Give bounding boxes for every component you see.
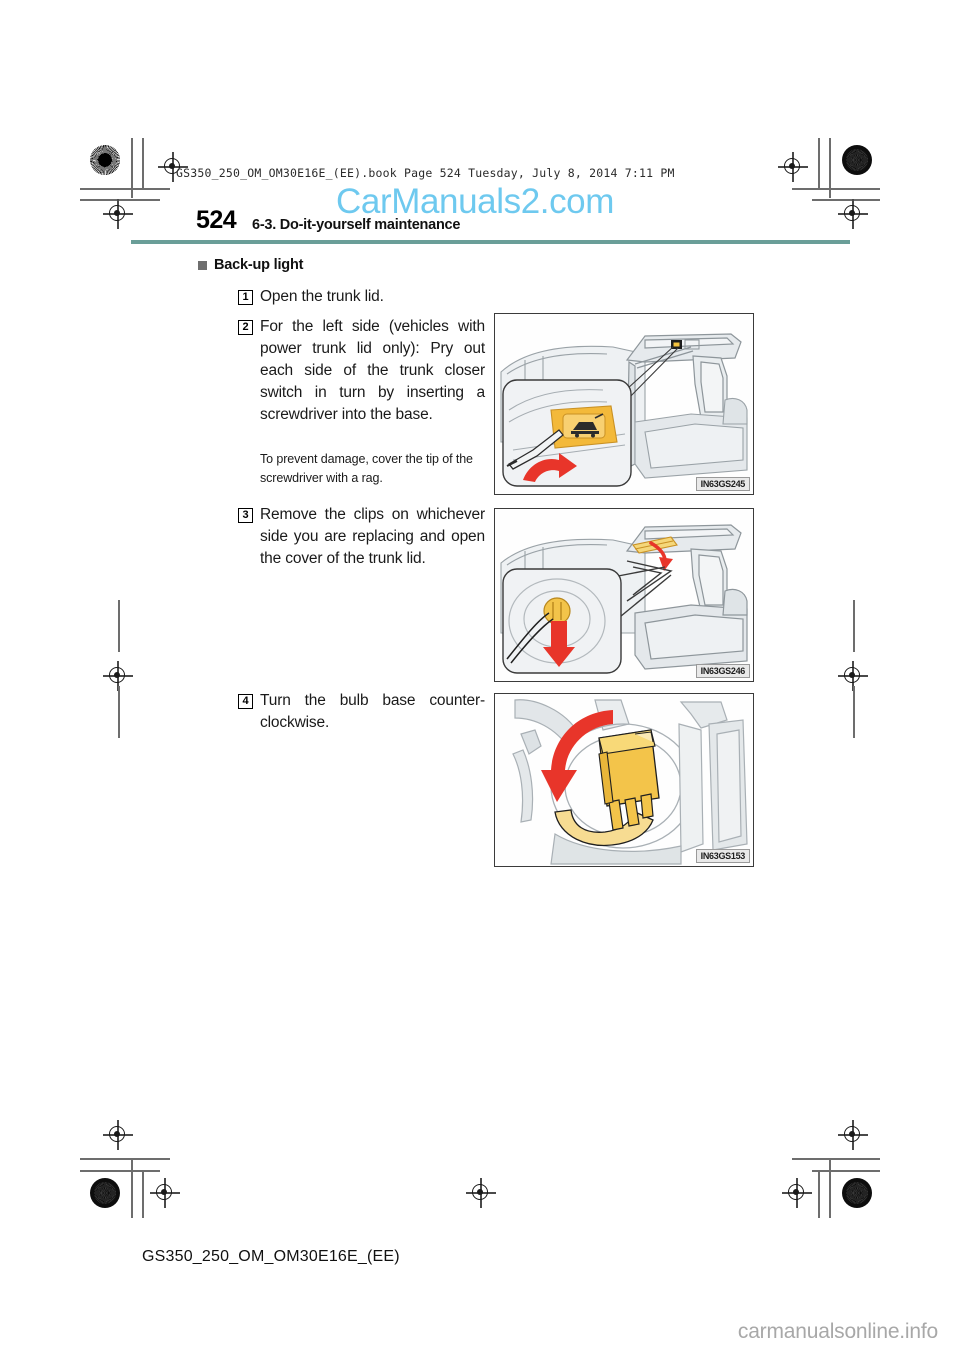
registration-mark	[150, 1178, 180, 1208]
figure-trunk-closer-switch-pry: IN63GS245	[494, 313, 754, 495]
step-1: 1 Open the trunk lid.	[238, 286, 486, 308]
crop-line	[80, 1158, 170, 1160]
crop-line	[853, 600, 855, 652]
registration-mark	[838, 1120, 868, 1150]
figure-id: IN63GS153	[695, 848, 750, 863]
registration-mark	[103, 1120, 133, 1150]
registration-mark	[778, 152, 808, 182]
registration-mark	[838, 199, 868, 229]
subhead-label: Back-up light	[214, 257, 304, 273]
registration-mark	[782, 1178, 812, 1208]
registration-mark	[838, 661, 868, 691]
book-file-line: GS350_250_OM_OM30E16E_(EE).book Page 524…	[176, 166, 675, 180]
registration-mark	[466, 1178, 496, 1208]
footer-document-code: GS350_250_OM_OM30E16E_(EE)	[142, 1248, 400, 1265]
section-title: 6-3. Do-it-yourself maintenance	[252, 217, 461, 233]
step-4: 4 Turn the bulb base counter-clockwise.	[238, 690, 486, 734]
crop-line	[792, 1158, 880, 1160]
figure-2-illustration	[495, 509, 753, 681]
header-rule	[131, 240, 850, 244]
figure-1-illustration	[495, 314, 753, 494]
crop-line	[118, 600, 120, 652]
crop-line	[131, 138, 133, 198]
figure-bulb-base-turn-counterclockwise: IN63GS153	[494, 693, 754, 867]
crop-line	[118, 686, 120, 738]
crop-line	[80, 199, 160, 201]
step-2-note: To prevent damage, cover the tip of the …	[260, 452, 473, 485]
halftone-mark-top-left	[90, 145, 120, 175]
page-number: 524	[196, 206, 237, 234]
crop-line	[812, 1170, 880, 1172]
crop-line	[792, 188, 880, 190]
halftone-mark-bottom-left	[90, 1178, 120, 1208]
crop-line	[829, 1160, 831, 1218]
step-text: For the left side (vehicles with power t…	[260, 318, 485, 423]
figure-id: IN63GS246	[695, 663, 750, 678]
bullet-square-icon	[198, 260, 207, 270]
step-number: 2	[238, 320, 253, 335]
registration-mark	[103, 199, 133, 229]
watermark-top: CarManuals2.com	[336, 182, 614, 221]
figure-trunk-lid-clip-removal: IN63GS246	[494, 508, 754, 682]
step-text: Remove the clips on whichever side you a…	[260, 506, 485, 567]
step-text: Open the trunk lid.	[260, 288, 384, 305]
registration-mark	[158, 152, 188, 182]
figure-id: IN63GS245	[695, 476, 750, 491]
crop-line	[818, 138, 820, 188]
step-text: Turn the bulb base counter-clockwise.	[260, 692, 485, 731]
subhead-back-up-light: Back-up light	[198, 257, 303, 273]
crop-line	[80, 1170, 160, 1172]
crop-line	[829, 138, 831, 198]
crop-line	[142, 1170, 144, 1218]
crop-line	[131, 1160, 133, 1218]
halftone-mark-top-right	[842, 145, 872, 175]
step-number: 4	[238, 694, 253, 709]
step-number: 1	[238, 290, 253, 305]
crop-line	[812, 199, 880, 201]
crop-line	[142, 138, 144, 188]
crop-line	[818, 1170, 820, 1218]
registration-mark	[103, 661, 133, 691]
step-2: 2 For the left side (vehicles with power…	[238, 316, 486, 426]
crop-line	[80, 188, 170, 190]
figure-3-illustration	[495, 694, 753, 866]
halftone-mark-bottom-right	[842, 1178, 872, 1208]
watermark-bottom: carmanualsonline.info	[737, 1320, 938, 1343]
step-3: 3 Remove the clips on whichever side you…	[238, 504, 486, 570]
step-number: 3	[238, 508, 253, 523]
crop-line	[853, 686, 855, 738]
